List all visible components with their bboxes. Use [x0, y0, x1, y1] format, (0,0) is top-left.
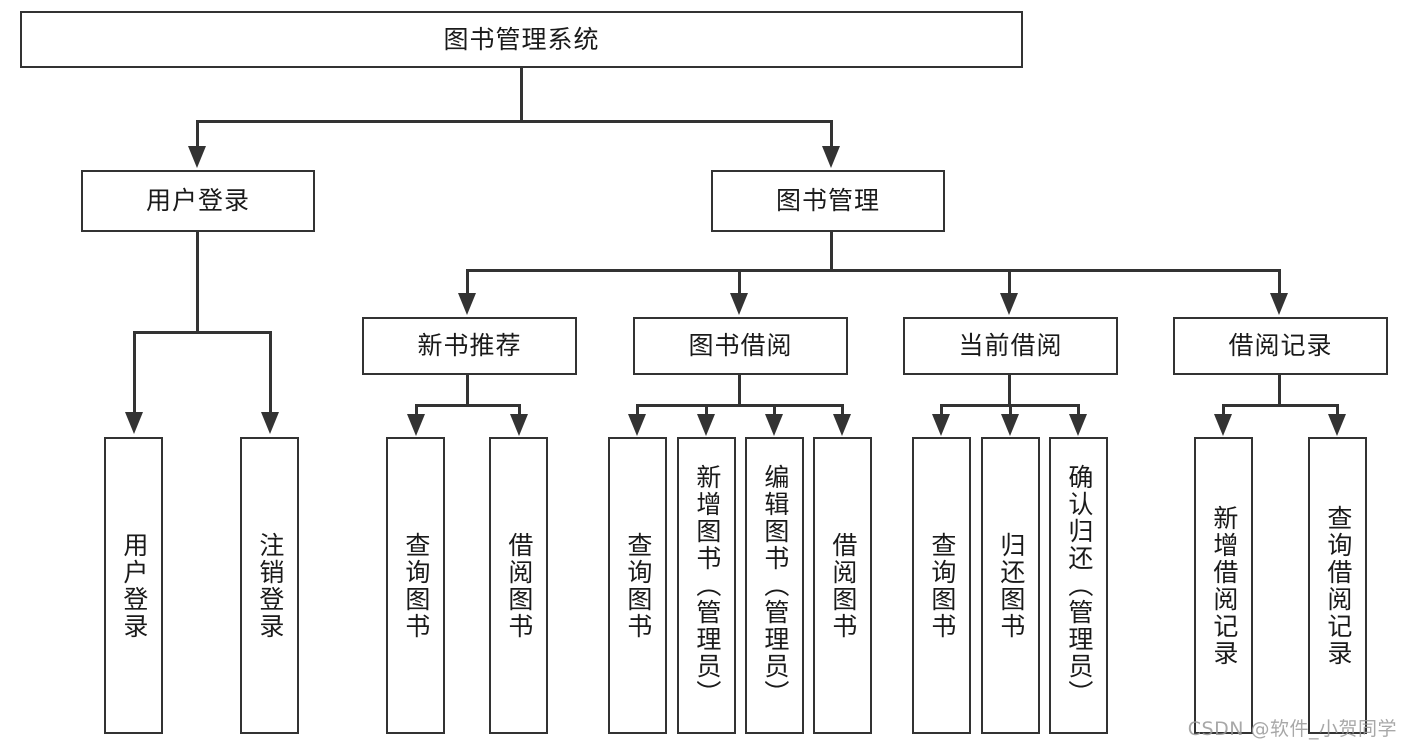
- node-label: 用户登录: [119, 531, 149, 640]
- connector-group-b-stem: [738, 375, 741, 406]
- leaf-query-book-recommend[interactable]: 查询图书: [386, 437, 445, 734]
- node-label: 查询借阅记录: [1323, 504, 1353, 667]
- connector-group-b-drop-3: [773, 404, 776, 416]
- node-label: 图书借阅: [688, 331, 793, 361]
- connector-level3-drop-2: [738, 269, 741, 295]
- arrowhead-level2-1: [188, 146, 206, 168]
- connector-level3-drop-1: [466, 269, 469, 295]
- watermark-text: CSDN @软件_小贺同学: [1187, 718, 1397, 740]
- arrowhead-level3-4: [1270, 293, 1288, 315]
- connector-level2-drop-1: [196, 120, 199, 148]
- connector-group-c-drop-3: [1077, 404, 1080, 416]
- arrowhead-group-a-2: [510, 414, 528, 436]
- node-label: 查询图书: [401, 531, 431, 640]
- node-label: 查询图书: [623, 531, 653, 640]
- node-label: 确认归还（管理员）: [1064, 464, 1094, 707]
- arrowhead-group-b-2: [697, 414, 715, 436]
- connector-user-login-drop-1: [133, 331, 136, 414]
- arrowhead-level3-1: [458, 293, 476, 315]
- connector-group-b-drop-4: [841, 404, 844, 416]
- connector-group-b-drop-1: [636, 404, 639, 416]
- connector-group-d-bus: [1222, 404, 1339, 407]
- connector-level2-bus: [196, 120, 832, 123]
- connector-level2-drop-2: [830, 120, 833, 148]
- arrowhead-group-b-3: [765, 414, 783, 436]
- leaf-query-book-current[interactable]: 查询图书: [912, 437, 971, 734]
- connector-group-a-stem: [466, 375, 469, 406]
- arrowhead-group-a-1: [407, 414, 425, 436]
- connector-group-b-drop-2: [705, 404, 708, 416]
- leaf-add-book-admin[interactable]: 新增图书（管理员）: [677, 437, 736, 734]
- node-label: 图书管理: [775, 186, 880, 216]
- arrowhead-group-b-1: [628, 414, 646, 436]
- leaf-confirm-return-admin[interactable]: 确认归还（管理员）: [1049, 437, 1108, 734]
- connector-group-d-drop-1: [1222, 404, 1225, 416]
- node-label: 归还图书: [996, 531, 1026, 640]
- connector-group-c-stem: [1008, 375, 1011, 406]
- node-label: 借阅记录: [1228, 331, 1333, 361]
- connector-group-c-drop-1: [940, 404, 943, 416]
- node-label: 借阅图书: [504, 531, 534, 640]
- arrowhead-level3-2: [730, 293, 748, 315]
- node-label: 新书推荐: [417, 331, 522, 361]
- node-label: 新增图书（管理员）: [692, 464, 722, 707]
- node-borrow-record[interactable]: 借阅记录: [1173, 317, 1388, 375]
- leaf-borrow-book-recommend[interactable]: 借阅图书: [489, 437, 548, 734]
- node-label: 查询图书: [927, 531, 957, 640]
- leaf-borrow-book[interactable]: 借阅图书: [813, 437, 872, 734]
- connector-root-stem: [520, 68, 523, 122]
- node-new-book-recommend[interactable]: 新书推荐: [362, 317, 577, 375]
- leaf-user-login[interactable]: 用户登录: [104, 437, 163, 734]
- connector-group-a-bus: [415, 404, 521, 407]
- connector-group-d-stem: [1278, 375, 1281, 406]
- leaf-edit-book-admin[interactable]: 编辑图书（管理员）: [745, 437, 804, 734]
- connector-user-login-drop-2: [269, 331, 272, 414]
- node-current-borrow[interactable]: 当前借阅: [903, 317, 1118, 375]
- connector-user-login-stem: [196, 232, 199, 333]
- arrowhead-user-login-2: [261, 412, 279, 434]
- leaf-query-book-borrow[interactable]: 查询图书: [608, 437, 667, 734]
- connector-user-login-bus: [133, 331, 271, 334]
- leaf-return-book[interactable]: 归还图书: [981, 437, 1040, 734]
- leaf-query-borrow-record[interactable]: 查询借阅记录: [1308, 437, 1367, 734]
- connector-level3-bus: [466, 269, 1281, 272]
- connector-level3-drop-4: [1278, 269, 1281, 295]
- leaf-add-borrow-record[interactable]: 新增借阅记录: [1194, 437, 1253, 734]
- arrowhead-group-d-2: [1328, 414, 1346, 436]
- leaf-logout[interactable]: 注销登录: [240, 437, 299, 734]
- arrowhead-group-c-1: [932, 414, 950, 436]
- arrowhead-level2-2: [822, 146, 840, 168]
- arrowhead-group-d-1: [1214, 414, 1232, 436]
- connector-level3-drop-3: [1008, 269, 1011, 295]
- node-user-login[interactable]: 用户登录: [81, 170, 315, 232]
- node-label: 用户登录: [145, 186, 250, 216]
- node-root-book-management-system[interactable]: 图书管理系统: [20, 11, 1023, 68]
- arrowhead-group-c-3: [1069, 414, 1087, 436]
- connector-group-a-drop-2: [518, 404, 521, 416]
- node-label: 当前借阅: [958, 331, 1063, 361]
- node-label: 新增借阅记录: [1209, 504, 1239, 667]
- arrowhead-user-login-1: [125, 412, 143, 434]
- arrowhead-level3-3: [1000, 293, 1018, 315]
- arrowhead-group-b-4: [833, 414, 851, 436]
- connector-group-c-drop-2: [1009, 404, 1012, 416]
- connector-book-management-stem: [830, 232, 833, 271]
- arrowhead-group-c-2: [1001, 414, 1019, 436]
- node-label: 注销登录: [255, 531, 285, 640]
- node-book-borrow[interactable]: 图书借阅: [633, 317, 848, 375]
- connector-group-b-bus: [636, 404, 844, 407]
- node-label: 借阅图书: [828, 531, 858, 640]
- node-label: 编辑图书（管理员）: [760, 464, 790, 707]
- node-book-management[interactable]: 图书管理: [711, 170, 945, 232]
- connector-group-a-drop-1: [415, 404, 418, 416]
- connector-group-d-drop-2: [1336, 404, 1339, 416]
- node-label: 图书管理系统: [443, 24, 600, 54]
